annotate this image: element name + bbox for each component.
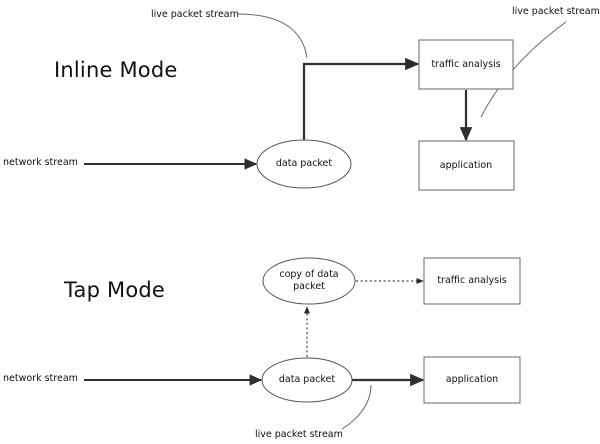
- leader-line-inline-top: [237, 13, 308, 59]
- edge-inline-packet-to-traffic: [302, 57, 420, 141]
- node-label-tap-application: application: [445, 374, 499, 385]
- node-inline-data-packet: [256, 139, 352, 189]
- edge-label-inline-network-stream: network stream: [3, 157, 78, 168]
- node-tap-traffic-analysis: [423, 257, 521, 305]
- leader-line-tap-bottom: [341, 384, 372, 430]
- node-inline-traffic-analysis: [418, 39, 514, 90]
- edge-label-tap-network-stream: network stream: [3, 373, 78, 384]
- edge-label-inline-live-packet-stream-right: live packet stream: [512, 6, 600, 17]
- node-label-tap-traffic-analysis: traffic analysis: [437, 275, 507, 286]
- node-tap-data-packet: [261, 357, 353, 403]
- leader-line-inline-right: [480, 21, 567, 118]
- node-label-tap-copy-of-data-packet: copy of data packet: [279, 269, 339, 292]
- node-label-tap-data-packet: data packet: [278, 374, 336, 385]
- edge-label-inline-live-packet-stream-top: live packet stream: [151, 9, 239, 20]
- node-label-inline-data-packet: data packet: [275, 158, 333, 169]
- section-title-tap-mode: Tap Mode: [64, 278, 166, 302]
- node-label-inline-application: application: [439, 160, 493, 171]
- node-inline-application: [418, 140, 515, 191]
- section-title-inline-mode: Inline Mode: [54, 58, 178, 82]
- node-label-inline-traffic-analysis: traffic analysis: [431, 59, 501, 70]
- node-tap-copy-of-data-packet: [262, 257, 356, 305]
- node-tap-application: [423, 356, 521, 404]
- edge-label-tap-live-packet-stream: live packet stream: [255, 429, 343, 440]
